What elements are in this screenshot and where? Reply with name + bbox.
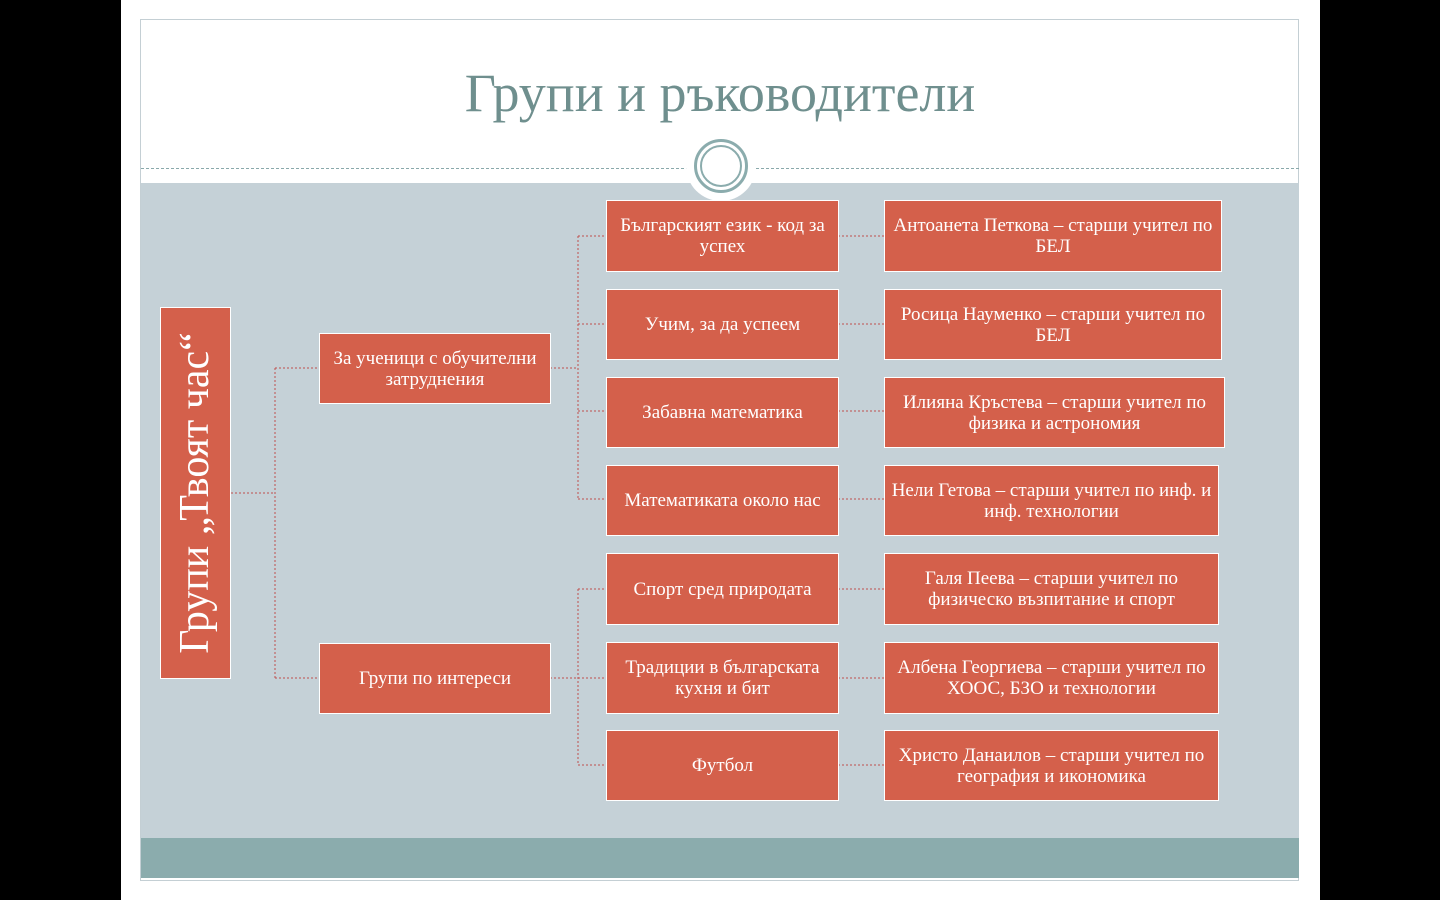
leader-box: Нели Гетова – старши учител по инф. и ин… [884,465,1219,536]
group-box: Математиката около нас [606,465,839,536]
leader-box: Галя Пеева – старши учител по физическо … [884,553,1219,625]
group-box: Футбол [606,730,839,801]
footer-bar [141,838,1299,878]
connector-root [231,367,319,679]
group-box: Учим, за да успеем [606,289,839,360]
leader-box: Христо Данаилов – старши учител по геогр… [884,730,1219,801]
root-box [160,307,231,679]
category-box-interest-groups: Групи по интереси [319,643,551,714]
group-box: Спорт сред природата [606,553,839,625]
leader-box: Антоанета Петкова – старши учител по БЕЛ [884,200,1222,272]
connector-category-2 [550,588,607,766]
category-box-learning-difficulties: За ученици с обучителни затруднения [319,333,551,404]
connector-leaders [838,235,885,766]
group-box: Българският език - код за успех [606,200,839,272]
leader-box: Албена Георгиева – старши учител по ХООС… [884,642,1219,714]
leader-box: Росица Науменко – старши учител по БЕЛ [884,289,1222,360]
group-box: Забавна математика [606,377,839,448]
connector-category-1 [550,235,607,500]
ornament-ring [694,139,748,193]
ornament-ring-inner [700,145,742,187]
leader-box: Илияна Кръстева – старши учител по физик… [884,377,1225,448]
slide-title: Групи и ръководители [464,63,976,123]
group-box: Традиции в българската кухня и бит [606,642,839,714]
root-label: Групи „Твоят час“ [172,332,218,654]
